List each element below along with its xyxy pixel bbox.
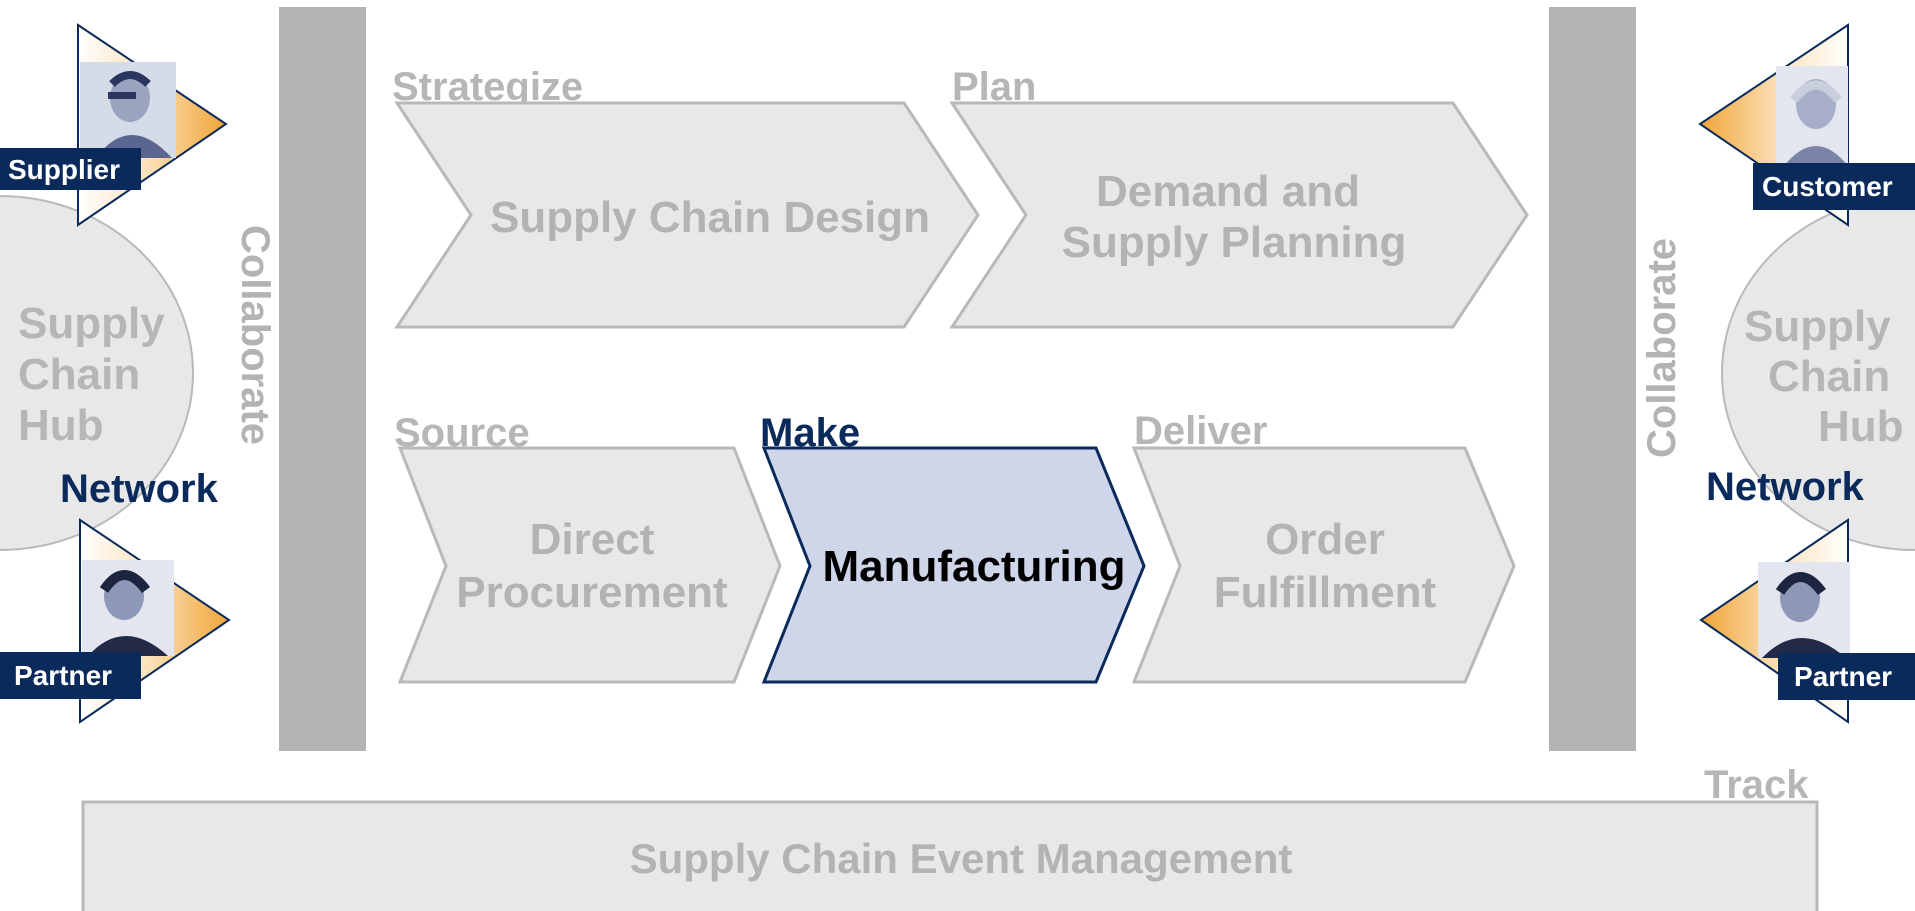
- right-collaborate-label: Collaborate: [1640, 238, 1684, 458]
- supplier-label: Supplier: [8, 154, 120, 185]
- partner-right-badge: [1778, 653, 1915, 700]
- customer-photo: [1776, 66, 1848, 166]
- left-network-label: Network: [60, 467, 219, 511]
- partner-right-photo: [1758, 562, 1850, 658]
- partner-right-node: Partner: [1699, 518, 1915, 724]
- demand-supply-label-line1: Demand and: [1096, 167, 1360, 216]
- supplier-badge: [0, 148, 141, 190]
- partner-left-label: Partner: [14, 660, 112, 691]
- demand-supply-label-line2: Supply Planning: [1062, 218, 1407, 267]
- left-network-hub: Supply Chain Hub Network: [0, 195, 219, 552]
- manufacturing-label: Manufacturing: [822, 542, 1125, 591]
- customer-label: Customer: [1762, 171, 1893, 202]
- order-fulfillment-label-line2: Fulfillment: [1214, 568, 1437, 617]
- customer-badge: [1753, 163, 1915, 210]
- direct-procurement-label-line1: Direct: [530, 515, 655, 564]
- right-hub-line2: Chain: [1768, 352, 1890, 401]
- left-hub-line1: Supply: [18, 299, 165, 348]
- phase-track: Track: [1704, 763, 1809, 807]
- supplier-photo: [80, 62, 176, 158]
- partner-right-label: Partner: [1794, 661, 1892, 692]
- right-hub-line1: Supply: [1744, 302, 1891, 351]
- order-fulfillment-chevron[interactable]: Order Fulfillment: [1131, 446, 1516, 684]
- supply-chain-design-label: Supply Chain Design: [490, 193, 930, 242]
- left-hub-circle-body: [0, 195, 194, 551]
- right-network-hub: Supply Chain Hub Network: [1706, 195, 1915, 551]
- left-hub-line3: Hub: [18, 401, 104, 450]
- left-collaborate-bar: [279, 7, 366, 751]
- demand-supply-planning-chevron[interactable]: Demand and Supply Planning: [949, 101, 1529, 329]
- event-management-bar[interactable]: Supply Chain Event Management: [81, 800, 1819, 911]
- partner-left-photo: [82, 560, 174, 656]
- supply-chain-design-chevron[interactable]: Supply Chain Design: [394, 101, 980, 329]
- direct-procurement-label-line2: Procurement: [456, 568, 728, 617]
- direct-procurement-chevron[interactable]: Direct Procurement: [397, 446, 782, 684]
- manufacturing-chevron[interactable]: Manufacturing: [761, 446, 1146, 684]
- event-management-label: Supply Chain Event Management: [630, 835, 1293, 882]
- order-fulfillment-label-line1: Order: [1265, 515, 1385, 564]
- left-hub-line2: Chain: [18, 350, 140, 399]
- partner-left-node: Partner: [0, 518, 231, 724]
- supplier-node: Supplier: [0, 23, 228, 227]
- customer-node: Customer: [1698, 23, 1915, 227]
- right-network-label: Network: [1706, 465, 1865, 509]
- partner-left-badge: [0, 652, 141, 699]
- right-collaborate-bar: [1549, 7, 1636, 751]
- right-hub-circle: [1721, 195, 1915, 551]
- right-hub-line3: Hub: [1818, 402, 1904, 451]
- left-collaborate-label: Collaborate: [233, 225, 277, 445]
- phase-deliver: Deliver: [1134, 409, 1267, 453]
